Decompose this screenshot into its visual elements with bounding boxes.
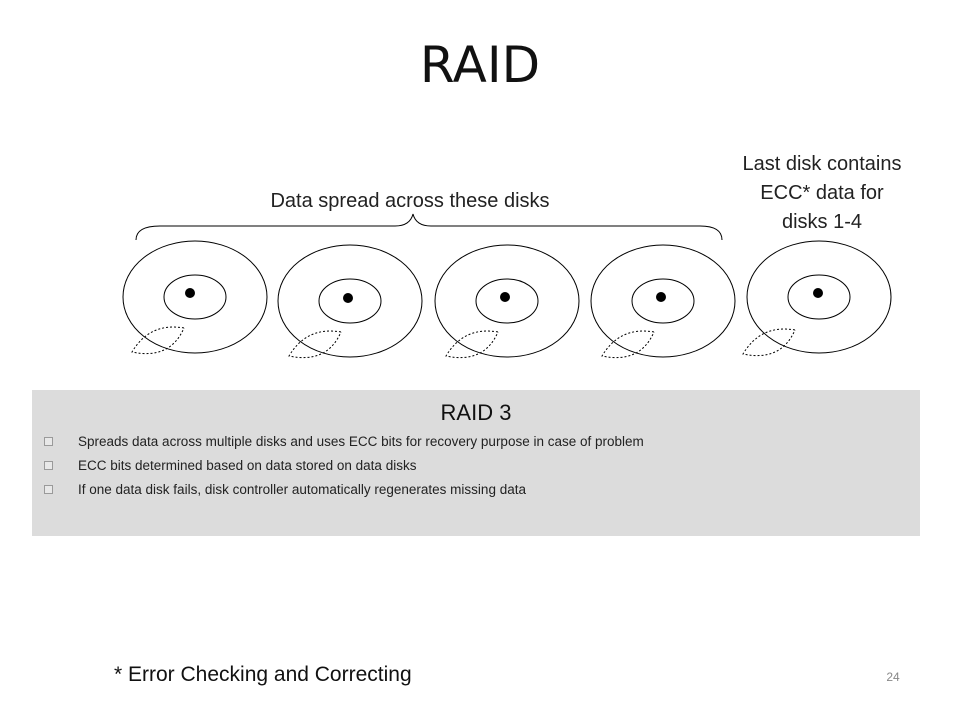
data-disks-brace [135,213,723,241]
slide-title: RAID [419,36,541,94]
ecc-label-line-1: Last disk contains [742,153,902,175]
read-head [445,330,499,359]
read-head [742,328,796,357]
disk-platter [590,244,736,358]
ecc-disk-label: Last disk contains ECC* data for disks 1… [712,150,932,237]
raid3-bullet-list: Spreads data across multiple disks and u… [44,434,644,506]
disk-platter [746,240,892,354]
disk-spindle [185,288,195,298]
ecc-disk [742,240,892,357]
disk-spindle [813,288,823,298]
list-item: Spreads data across multiple disks and u… [44,434,644,458]
disk-spindle [343,293,353,303]
page-number: 24 [886,670,900,684]
footnote: * Error Checking and Correcting [114,663,412,686]
disk-spindle [656,292,666,302]
ecc-label-line-3: disks 1-4 [781,211,863,233]
disk-hub [475,278,539,324]
read-head [601,330,655,359]
disk-hub [163,274,227,320]
bullet-text: Spreads data across multiple disks and u… [78,434,644,449]
data-disk-3 [434,244,580,359]
list-item: If one data disk fails, disk controller … [44,482,644,506]
disk-platter [277,244,423,358]
disk-platter [122,240,268,354]
read-head [131,326,185,355]
read-head [288,330,342,359]
data-disk-1 [122,240,268,355]
bullet-text: ECC bits determined based on data stored… [78,458,417,473]
disk-hub [631,278,695,324]
disk-spindle [500,292,510,302]
square-bullet-icon [44,485,53,494]
data-disk-2 [277,244,423,359]
disk-platter [434,244,580,358]
ecc-label-line-2: ECC* data for [760,182,884,204]
data-spread-label: Data spread across these disks [270,190,550,212]
raid3-panel: RAID 3 Spreads data across multiple disk… [32,390,920,536]
raid3-heading: RAID 3 [440,400,512,425]
disk-hub [318,278,382,324]
disk-hub [787,274,851,320]
list-item: ECC bits determined based on data stored… [44,458,644,482]
bullet-text: If one data disk fails, disk controller … [78,482,526,497]
data-disk-4 [590,244,736,359]
square-bullet-icon [44,437,53,446]
raid-disk-diagram [122,213,892,359]
square-bullet-icon [44,461,53,470]
